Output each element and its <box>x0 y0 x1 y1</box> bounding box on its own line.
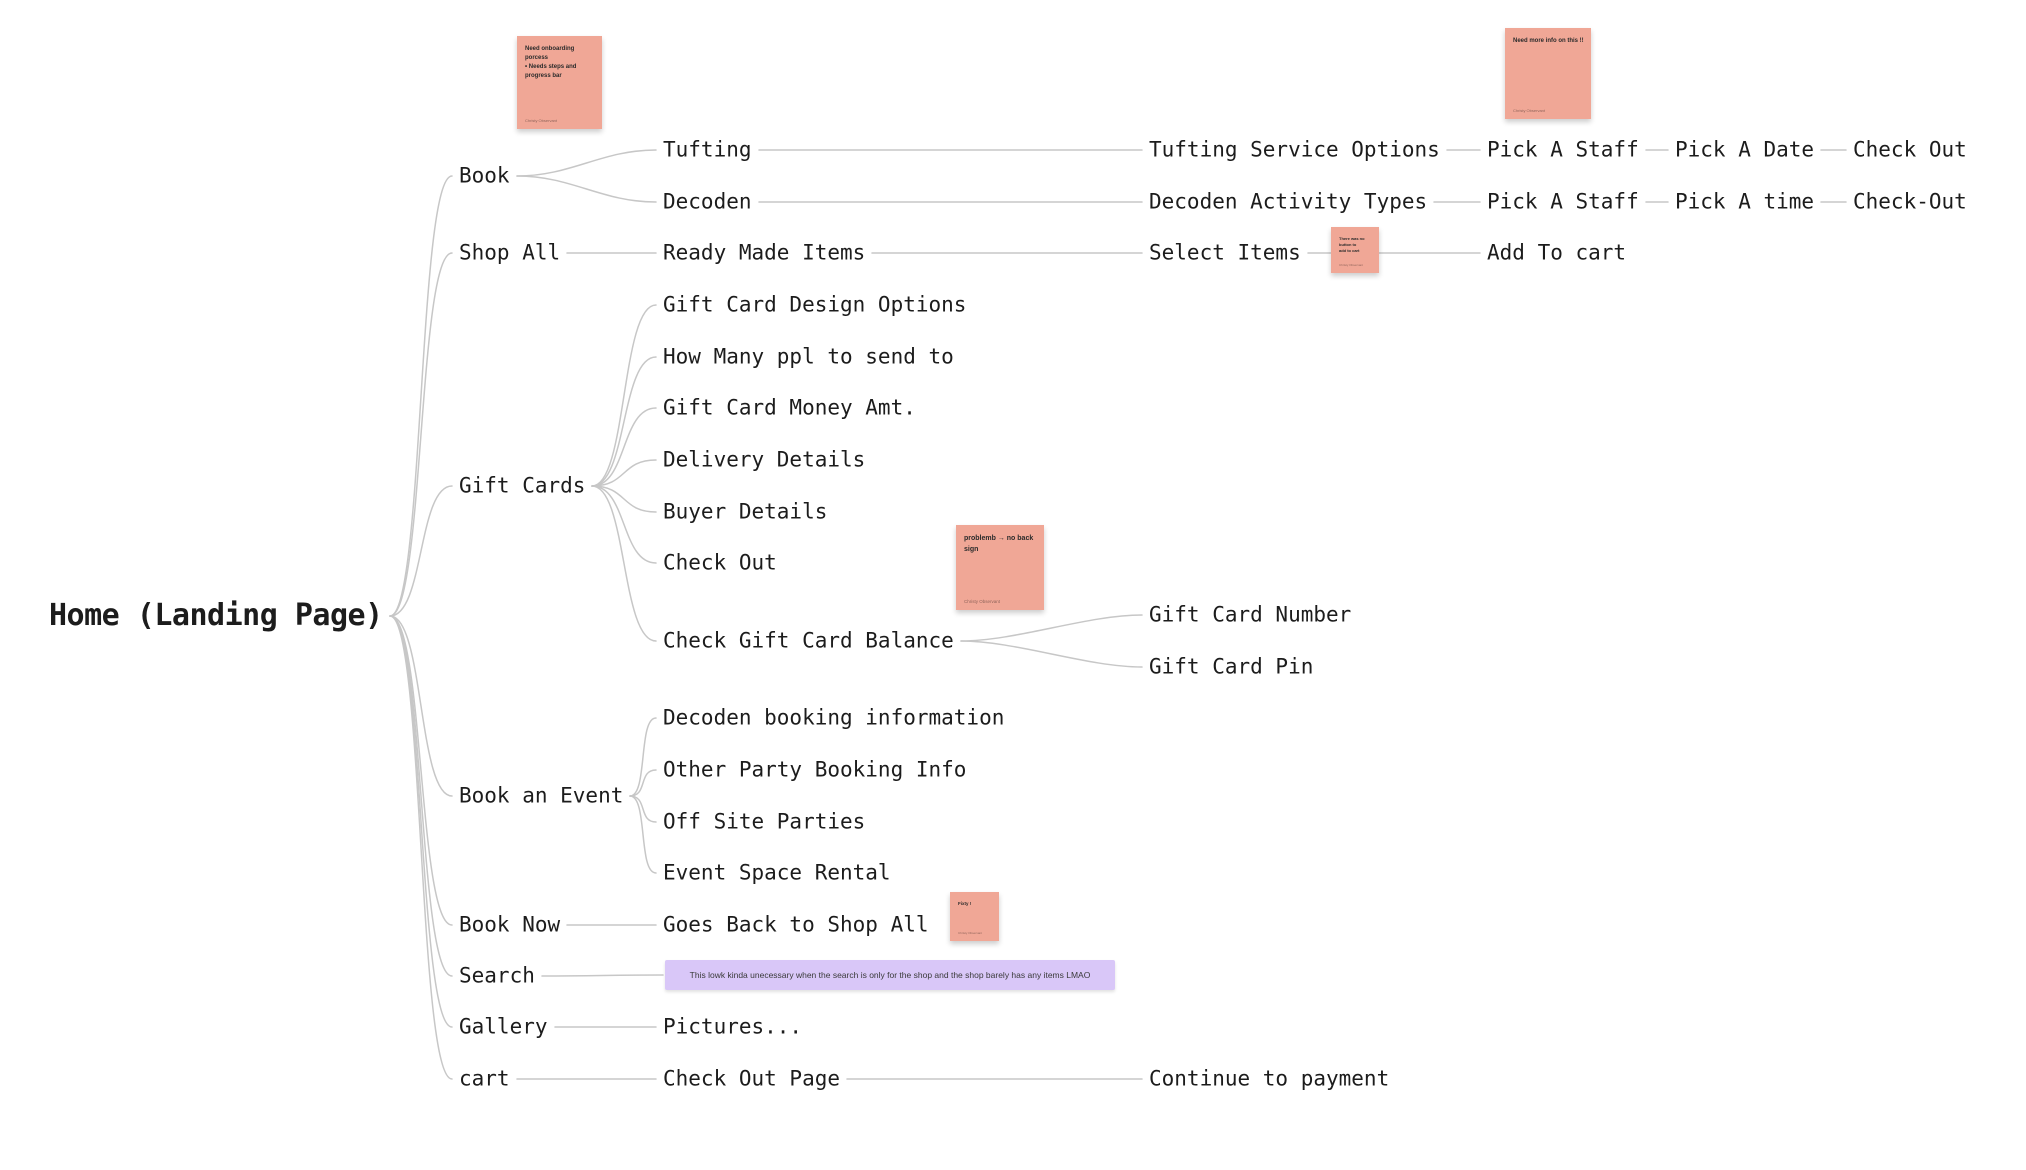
connector-line <box>629 795 657 874</box>
mindmap-node-check_out_1[interactable]: Check Out <box>1853 137 1967 162</box>
mindmap-node-search[interactable]: Search <box>459 963 535 988</box>
connector-line <box>516 149 657 177</box>
connector-line <box>960 640 1143 668</box>
mindmap-node-ready_made[interactable]: Ready Made Items <box>663 240 866 265</box>
mindmap-node-be_event[interactable]: Event Space Rental <box>663 860 891 885</box>
sticky-note-author: Christy Observant <box>1513 108 1546 113</box>
connector-line <box>591 459 657 487</box>
connector-line <box>516 175 657 203</box>
connector-line <box>389 615 453 926</box>
mindmap-node-pick_date[interactable]: Pick A Date <box>1675 137 1815 162</box>
connector-line <box>629 795 657 823</box>
connector-line <box>591 485 657 642</box>
sticky-note-text: problemb → no back sign <box>964 535 1034 553</box>
mindmap-node-pick_staff_1[interactable]: Pick A Staff <box>1487 137 1639 162</box>
mindmap-node-book_event[interactable]: Book an Event <box>459 783 624 808</box>
connector-line <box>389 252 453 617</box>
sticky-note-text: Need more info on this !! <box>1513 38 1584 44</box>
mindmap-node-shop_all[interactable]: Shop All <box>459 240 561 265</box>
sticky-note-text: Need onboarding porcess • Needs steps an… <box>525 46 577 79</box>
mindmap-node-gc_number[interactable]: Gift Card Number <box>1149 602 1352 627</box>
mindmap-node-gc_checkout[interactable]: Check Out <box>663 550 777 575</box>
connector-line <box>591 407 657 487</box>
connector-line <box>389 615 453 1080</box>
mindmap-node-gc_pin[interactable]: Gift Card Pin <box>1149 654 1314 679</box>
connector-line <box>389 615 453 977</box>
mindmap-node-pick_staff_2[interactable]: Pick A Staff <box>1487 189 1639 214</box>
mindmap-node-book[interactable]: Book <box>459 163 510 188</box>
sticky-note-text: Fixty ! <box>958 901 972 906</box>
mindmap-node-dat[interactable]: Decoden Activity Types <box>1149 189 1428 214</box>
mindmap-node-gc_delivery[interactable]: Delivery Details <box>663 447 866 472</box>
connector-line <box>389 615 453 1028</box>
mindmap-node-select_items[interactable]: Select Items <box>1149 240 1301 265</box>
mindmap-node-check_out_2[interactable]: Check-Out <box>1853 189 1967 214</box>
mindmap-node-add_to_cart[interactable]: Add To cart <box>1487 240 1627 265</box>
connector-line <box>591 356 657 487</box>
mindmap-node-gc_money[interactable]: Gift Card Money Amt. <box>663 395 916 420</box>
connector-line <box>591 304 657 487</box>
mindmap-node-checkout_page[interactable]: Check Out Page <box>663 1066 841 1091</box>
mindmap-node-book_now[interactable]: Book Now <box>459 912 561 937</box>
sticky-note[interactable]: Fixty ! Christy Observant <box>950 892 999 941</box>
connector-line <box>389 175 453 617</box>
sticky-note[interactable]: Need onboarding porcess • Needs steps an… <box>517 36 602 129</box>
mindmap-node-tso[interactable]: Tufting Service Options <box>1149 137 1440 162</box>
connector-line <box>389 485 453 617</box>
mindmap-node-gc_howmany[interactable]: How Many ppl to send to <box>663 344 954 369</box>
connector-line <box>960 614 1143 642</box>
mindmap-node-gift_cards[interactable]: Gift Cards <box>459 473 586 498</box>
connector-line <box>591 485 657 564</box>
connector-line <box>629 769 657 797</box>
sticky-note[interactable]: Need more info on this !! Christy Observa… <box>1505 28 1591 119</box>
inline-comment-text: This lowk kinda unecessary when the sear… <box>689 970 1091 980</box>
mindmap-node-gc_design[interactable]: Gift Card Design Options <box>663 292 967 317</box>
connector-line <box>541 974 664 977</box>
connector-line <box>389 615 453 797</box>
mindmap-node-goes_back[interactable]: Goes Back to Shop All <box>663 912 929 937</box>
sticky-note-author: Christy Observant <box>958 931 983 935</box>
mindmap-node-decoden[interactable]: Decoden <box>663 189 752 214</box>
sticky-note-author: Christy Observant <box>1339 263 1364 267</box>
mindmap-node-home[interactable]: Home (Landing Page) <box>49 598 383 633</box>
mindmap-node-be_other[interactable]: Other Party Booking Info <box>663 757 967 782</box>
mindmap-node-tufting[interactable]: Tufting <box>663 137 752 162</box>
sticky-note-author: Christy Observant <box>964 598 1001 604</box>
connector-line <box>591 485 657 513</box>
mindmap-node-be_offsite[interactable]: Off Site Parties <box>663 809 866 834</box>
mindmap-node-continue_payment[interactable]: Continue to payment <box>1149 1066 1390 1091</box>
sticky-note-author: Christy Observant <box>525 118 558 123</box>
mindmap-node-cart[interactable]: cart <box>459 1066 510 1091</box>
mindmap-node-gallery[interactable]: Gallery <box>459 1014 548 1039</box>
mindmap-node-pick_time[interactable]: Pick A time <box>1675 189 1815 214</box>
connector-line <box>629 717 657 797</box>
mindmap-node-be_decoden[interactable]: Decoden booking information <box>663 705 1005 730</box>
mindmap-node-gc_buyer[interactable]: Buyer Details <box>663 499 828 524</box>
inline-comment-note[interactable]: This lowk kinda unecessary when the sear… <box>665 960 1115 990</box>
sticky-note-text: There was no button to add to cart <box>1339 236 1365 253</box>
mindmap-node-pictures[interactable]: Pictures... <box>663 1014 803 1039</box>
mindmap-node-gc_balance[interactable]: Check Gift Card Balance <box>663 628 954 653</box>
